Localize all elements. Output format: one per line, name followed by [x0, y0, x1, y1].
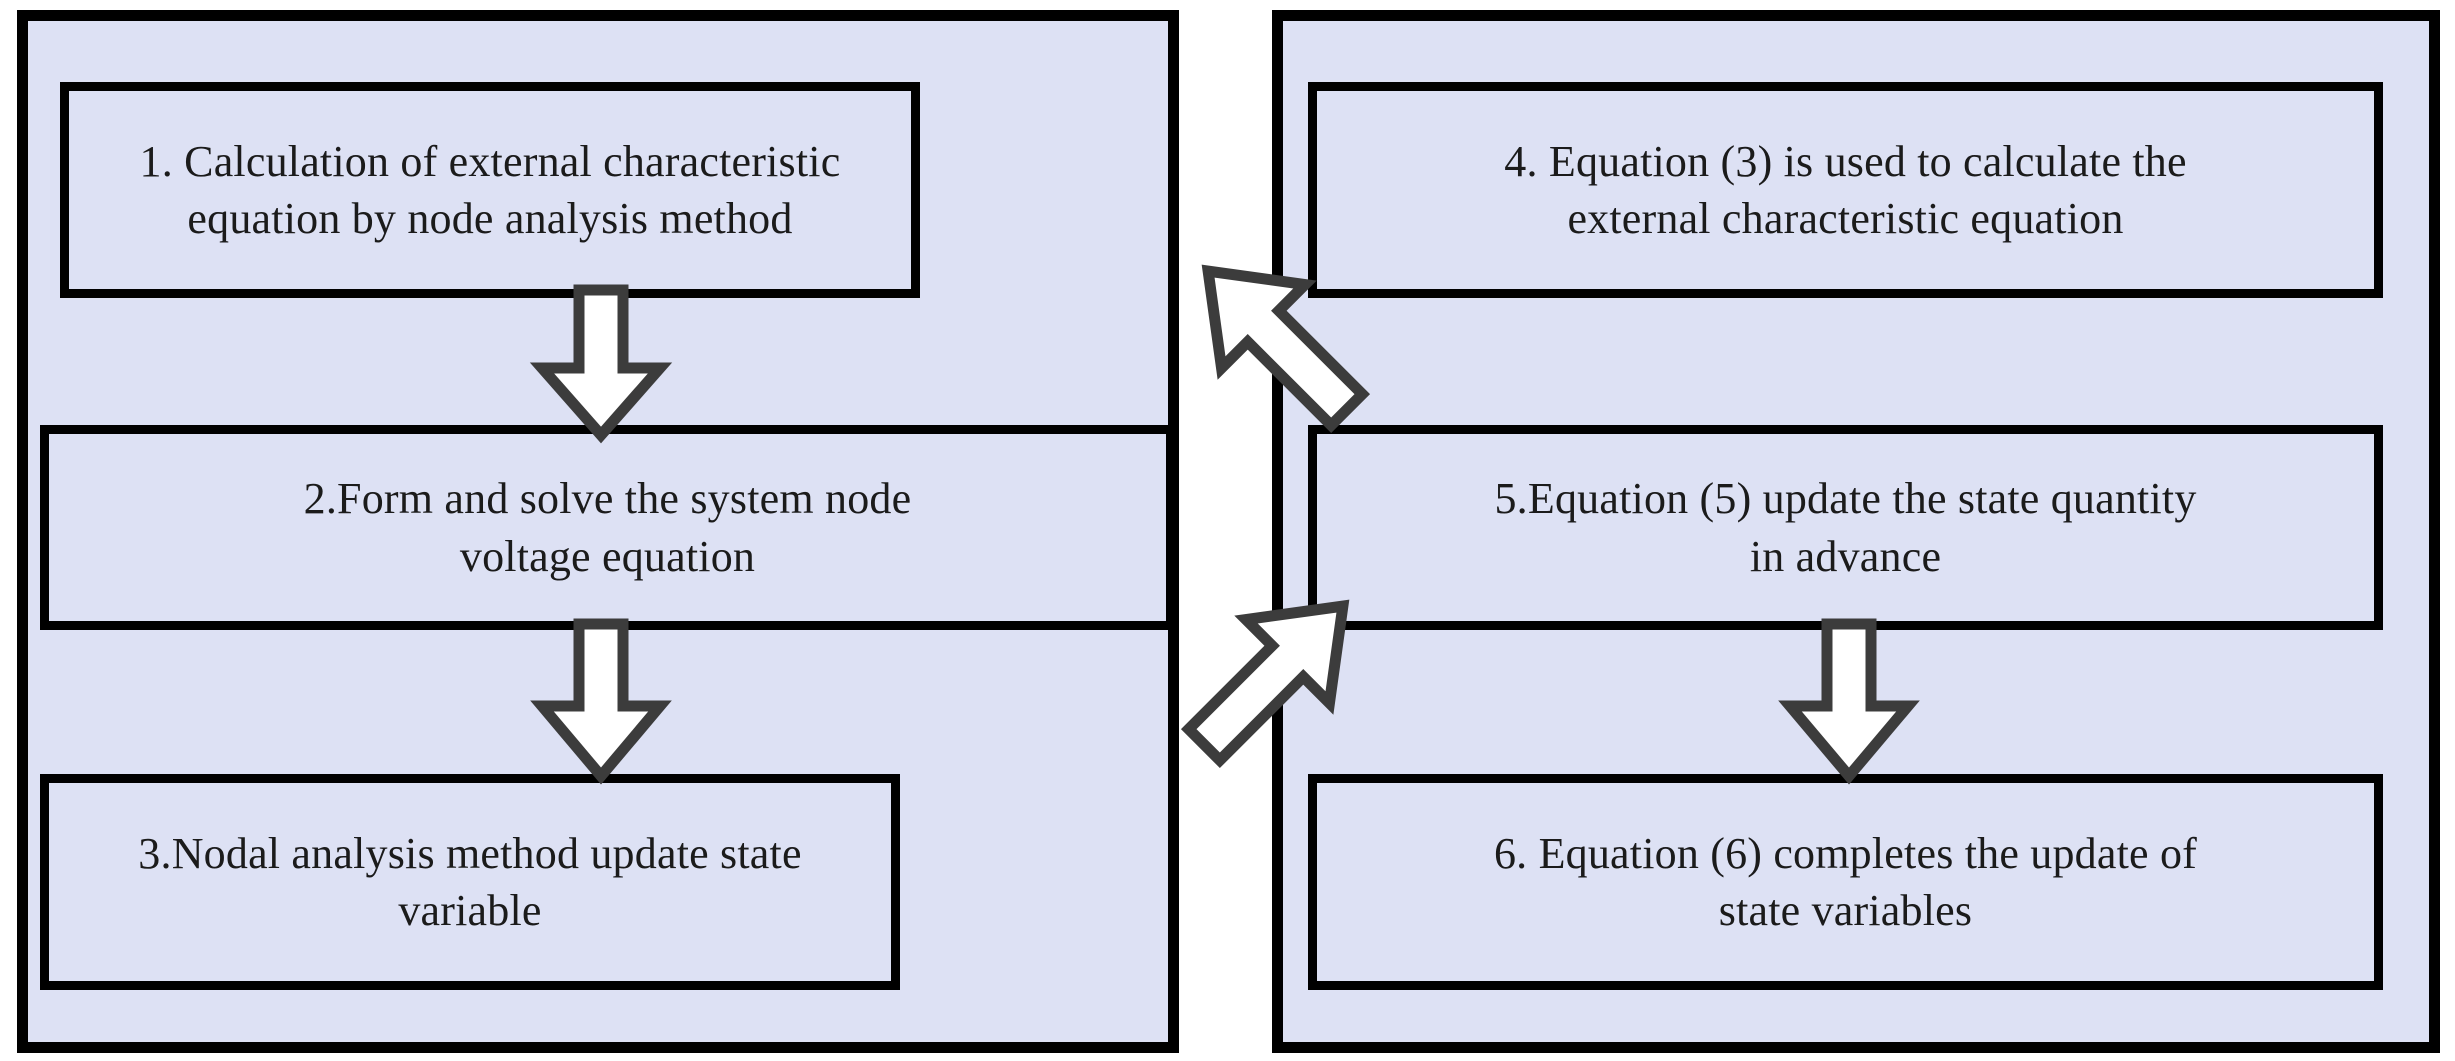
step-box-5[interactable]: 5.Equation (5) update the state quantity… [1308, 425, 2383, 630]
arrow-down-icon [530, 618, 672, 785]
step-box-4-label: 4. Equation (3) is used to calculate the… [1504, 136, 2187, 243]
arrow-diagonal-down-left-icon [1116, 232, 1436, 447]
step-box-1[interactable]: 1. Calculation of external characteristi… [60, 82, 920, 298]
step-box-6[interactable]: 6. Equation (6) completes the update of … [1308, 774, 2383, 990]
step-box-3[interactable]: 3.Nodal analysis method update state var… [40, 774, 900, 990]
step-box-2[interactable]: 2.Form and solve the system node voltage… [40, 425, 1175, 630]
arrow-down-icon [529, 284, 673, 444]
step-box-6-label: 6. Equation (6) completes the update of … [1493, 828, 2198, 935]
arrow-diagonal-down-right-icon [1110, 562, 1440, 787]
arrow-down-icon [1778, 618, 1920, 785]
step-box-1-label: 1. Calculation of external characteristi… [139, 136, 841, 243]
step-box-3-label: 3.Nodal analysis method update state var… [138, 828, 802, 935]
step-box-5-label: 5.Equation (5) update the state quantity… [1494, 474, 2197, 581]
step-box-2-label: 2.Form and solve the system node voltage… [303, 474, 912, 581]
step-box-4[interactable]: 4. Equation (3) is used to calculate the… [1308, 82, 2383, 298]
